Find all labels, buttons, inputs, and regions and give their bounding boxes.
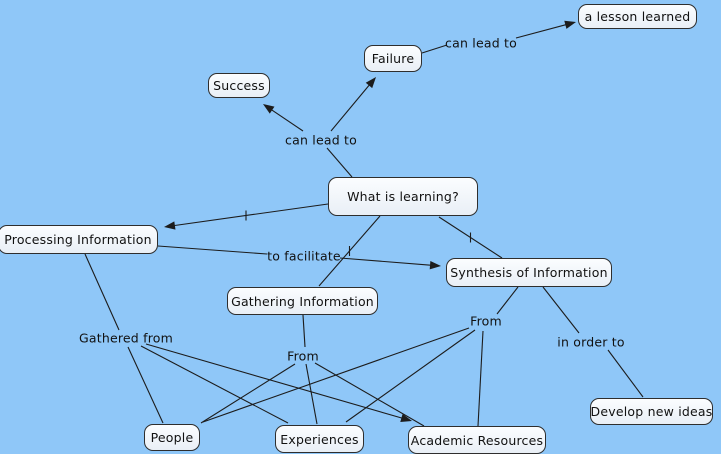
node-people[interactable]: People: [144, 424, 200, 451]
edge-processing-to-to_facilitate: [157, 245, 268, 255]
edge-in_order_to-to-develop: [607, 349, 644, 398]
arrowhead-icon: [365, 77, 376, 89]
edge-what-to-can_lead_to_mid: [326, 147, 353, 178]
edge-can_lead_to_top-to-lesson_learned: [515, 23, 568, 39]
node-success[interactable]: Success: [208, 73, 270, 98]
edge-from_right-to-people: [202, 327, 470, 423]
edge-what-to-processing: [172, 203, 329, 227]
edge-from_center-to-academic: [314, 362, 425, 427]
node-academic-resources[interactable]: Academic Resources: [408, 426, 546, 454]
link-label-gathered-from[interactable]: Gathered from: [78, 330, 174, 346]
edge-can_lead_to_mid-to-failure: [330, 83, 371, 132]
edge-from_right-to-academic: [477, 330, 484, 427]
edge-from_center-to-people: [200, 363, 296, 424]
edge-from_center-to-experiences: [305, 363, 318, 425]
edge-can_lead_to_mid-to-success: [270, 108, 304, 132]
link-label-from-center[interactable]: From: [287, 348, 319, 364]
node-synthesis-of-information[interactable]: Synthesis of Information: [446, 258, 612, 287]
edge-from_right-to-experiences: [345, 329, 476, 423]
node-develop-new-ideas[interactable]: Develop new ideas: [590, 398, 713, 425]
link-label-from-right[interactable]: From: [470, 313, 502, 329]
link-label-in-order-to[interactable]: in order to: [557, 334, 625, 350]
link-label-can-lead-to-mid[interactable]: can lead to: [285, 132, 357, 148]
node-gathering-information[interactable]: Gathering Information: [227, 287, 378, 315]
arrowhead-icon: [164, 221, 176, 230]
node-experiences[interactable]: Experiences: [275, 425, 364, 453]
edge-synthesis-to-in_order_to: [542, 286, 580, 334]
node-what-is-learning[interactable]: What is learning?: [328, 177, 478, 216]
link-label-to-facilitate[interactable]: to facilitate: [267, 248, 341, 264]
edge-gathering-to-from_center: [302, 314, 306, 348]
edge-gathered_from-to-people: [127, 346, 164, 424]
link-label-can-lead-to-top[interactable]: can lead to: [445, 35, 517, 51]
arrowhead-icon: [263, 104, 275, 114]
arrowhead-icon: [429, 260, 441, 270]
node-a-lesson-learned[interactable]: a lesson learned: [578, 4, 697, 29]
node-failure[interactable]: Failure: [364, 45, 422, 72]
edge-to_facilitate-to-synthesis: [339, 257, 433, 266]
edge-gathered_from-to-experiences: [140, 345, 289, 424]
node-processing-information[interactable]: Processing Information: [0, 225, 158, 254]
arrowhead-icon: [400, 413, 412, 422]
edge-processing-to-gathered_from: [84, 253, 120, 331]
edge-synthesis-to-from_right: [496, 286, 519, 315]
edge-failure-to-can_lead_to_top: [421, 44, 448, 54]
edge-gathered_from-to-academic: [145, 343, 404, 420]
arrowhead-icon: [564, 20, 576, 29]
